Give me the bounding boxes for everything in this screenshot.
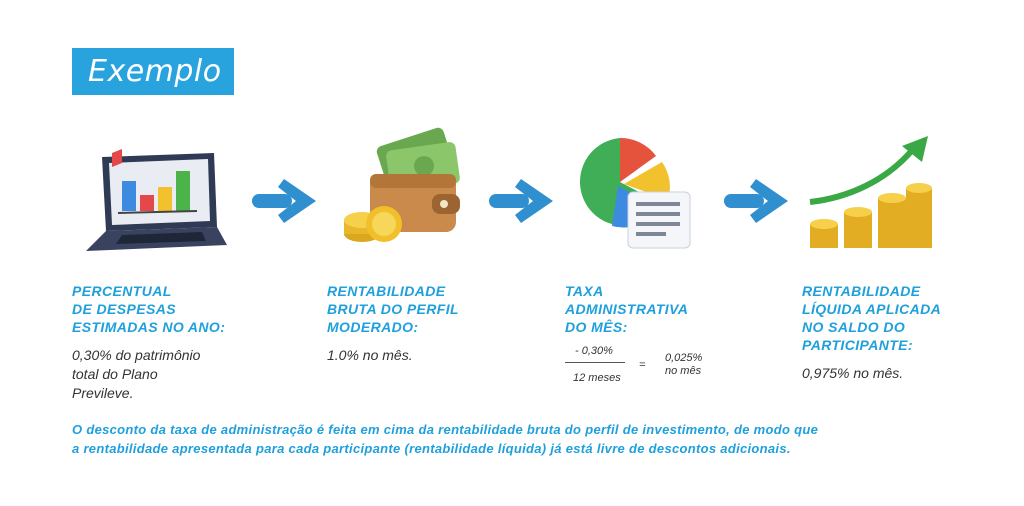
step-heading: RENTABILIDADE BRUTA DO PERFIL MODERADO: [327,283,459,335]
footnote: O desconto da taxa de administração é fe… [72,422,819,456]
step-4: RENTABILIDADE LÍQUIDA APLICADA NO SALDO … [802,282,1002,383]
step-description: 0,30% do patrimônio total do Plano Previ… [72,347,201,401]
step-heading: PERCENTUAL DE DESPESAS ESTIMADAS NO ANO: [72,283,226,335]
fraction-result: 0,025% no mês [665,352,703,377]
laptop-chart-icon [86,149,227,251]
step-3: TAXA ADMINISTRATIVA DO MÊS: [565,282,765,336]
wallet-money-icon [344,127,460,242]
arrow-right-icon [724,179,788,223]
fraction-bar [565,362,625,363]
step-heading: RENTABILIDADE LÍQUIDA APLICADA NO SALDO … [802,283,942,353]
step-description: 1.0% no mês. [327,347,413,363]
arrow-right-icon [489,179,553,223]
equals-sign: = [639,359,646,371]
step-description: 0,975% no mês. [802,365,904,381]
pie-chart-document-icon [580,137,691,249]
step-heading: TAXA ADMINISTRATIVA DO MÊS: [565,283,689,335]
fraction-numerator: - 0,30% [575,345,613,357]
step-2: RENTABILIDADE BRUTA DO PERFIL MODERADO: … [327,282,527,365]
coins-growth-icon [809,136,932,248]
step-1: PERCENTUAL DE DESPESAS ESTIMADAS NO ANO:… [72,282,272,403]
arrow-right-icon [252,179,316,223]
fraction-denominator: 12 meses [573,372,621,384]
fee-calculation: - 0,30% 12 meses = 0,025% no mês [565,345,725,385]
example-badge: Exemplo [72,48,234,95]
